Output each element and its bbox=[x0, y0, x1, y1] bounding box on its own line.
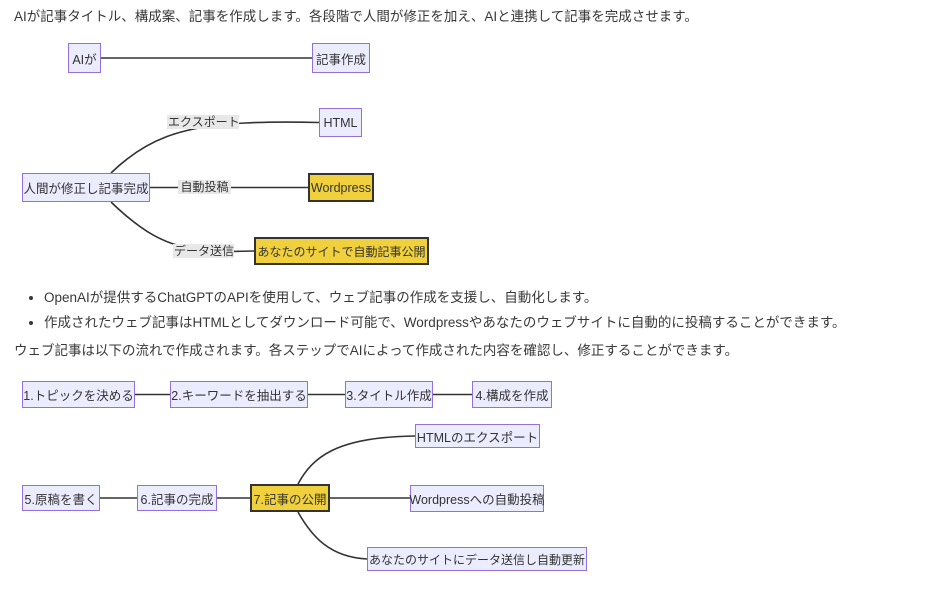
intro-paragraph: AIが記事タイトル、構成案、記事を作成します。各段階で人間が修正を加え、AIと連… bbox=[14, 9, 698, 24]
node-human-edit: 人間が修正し記事完成 bbox=[22, 173, 150, 202]
node-article-create: 記事作成 bbox=[312, 43, 370, 73]
edge-step7-html bbox=[297, 435, 416, 485]
node-step-3: 3.タイトル作成 bbox=[345, 381, 433, 408]
node-output-site-update: あなたのサイトにデータ送信し自動更新 bbox=[367, 547, 587, 571]
node-output-html-export: HTMLのエクスポート bbox=[415, 424, 540, 448]
node-step-7: 7.記事の公開 bbox=[250, 484, 330, 512]
node-step-1: 1.トピックを決める bbox=[22, 381, 135, 408]
node-html: HTML bbox=[319, 108, 362, 137]
flow-intro-paragraph: ウェブ記事は以下の流れで作成されます。各ステップでAIによって作成された内容を確… bbox=[14, 343, 739, 358]
node-output-wordpress-post: Wordpressへの自動投稿 bbox=[409, 485, 545, 512]
feature-bullet-list: OpenAIが提供するChatGPTのAPIを使用して、ウェブ記事の作成を支援し… bbox=[14, 289, 845, 339]
flowchart-2-edges bbox=[100, 393, 472, 560]
node-step-4: 4.構成を作成 bbox=[472, 381, 552, 408]
flowchart-writing-steps: 1.トピックを決める 2.キーワードを抽出する 3.タイトル作成 4.構成を作成… bbox=[0, 375, 630, 590]
edge-export-line bbox=[110, 121, 320, 174]
node-auto-publish: あなたのサイトで自動記事公開 bbox=[254, 237, 429, 265]
edge-label-export: エクスポート bbox=[167, 115, 240, 129]
node-wordpress: Wordpress bbox=[308, 173, 374, 202]
node-step-5: 5.原稿を書く bbox=[22, 485, 100, 511]
node-step-2: 2.キーワードを抽出する bbox=[170, 381, 308, 408]
bullet-item: OpenAIが提供するChatGPTのAPIを使用して、ウェブ記事の作成を支援し… bbox=[44, 289, 845, 308]
edge-label-auto-post: 自動投稿 bbox=[178, 180, 231, 194]
edge-step7-site bbox=[297, 511, 368, 560]
node-ai: AIが bbox=[68, 43, 101, 73]
flowchart-ai-article: AIが 記事作成 HTML 人間が修正し記事完成 Wordpress あなたのサ… bbox=[0, 40, 470, 280]
bullet-item: 作成されたウェブ記事はHTMLとしてダウンロード可能で、Wordpressやあな… bbox=[44, 314, 845, 333]
edge-label-data-send: データ送信 bbox=[173, 244, 235, 258]
node-step-6: 6.記事の完成 bbox=[137, 485, 217, 511]
